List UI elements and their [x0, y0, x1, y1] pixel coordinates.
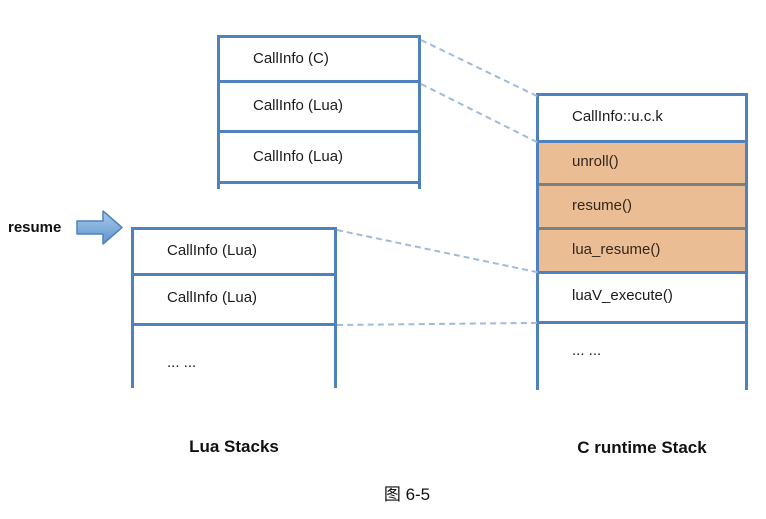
stack-row: CallInfo (Lua): [253, 97, 344, 114]
connector-dashed-line: [420, 83, 538, 144]
stack-row: lua_resume(): [572, 241, 661, 258]
resume-label: resume: [8, 219, 62, 236]
stack-line: [134, 273, 334, 276]
connector-dashed-line: [420, 39, 538, 98]
upper-lua-stack: CallInfo (C) CallInfo (Lua) CallInfo (Lu…: [217, 35, 421, 189]
stack-row: resume(): [572, 197, 633, 214]
stack-row: CallInfo::u.c.k: [572, 108, 663, 125]
stack-line: [220, 35, 418, 38]
connector-dashed-line: [336, 321, 537, 326]
c-runtime-stack: CallInfo::u.c.k unroll() resume() lua_re…: [536, 93, 748, 390]
stack-line: [134, 227, 334, 230]
stack-row: CallInfo (Lua): [167, 242, 258, 259]
lower-lua-stack: CallInfo (Lua) CallInfo (Lua) ... ...: [131, 227, 337, 388]
stack-row: CallInfo (Lua): [253, 148, 344, 165]
figure-caption: 图 6-5: [383, 485, 431, 504]
stack-divider-grey: [539, 227, 745, 230]
stack-row: CallInfo (C): [253, 50, 329, 67]
stack-line: [220, 130, 418, 133]
stack-row: CallInfo (Lua): [167, 289, 258, 306]
stack-row: ... ...: [167, 354, 197, 371]
stack-line: [134, 323, 334, 326]
c-runtime-stack-label: C runtime Stack: [577, 438, 707, 457]
stack-row: unroll(): [572, 153, 619, 170]
stack-line: [539, 271, 745, 274]
stack-line: [539, 93, 745, 96]
stack-line: [220, 80, 418, 83]
connector-dashed-line: [336, 229, 538, 274]
resume-arrow-icon: [76, 208, 124, 248]
stack-divider-grey: [539, 183, 745, 186]
stack-line: [539, 321, 745, 324]
stack-row: luaV_execute(): [572, 287, 673, 304]
stack-line: [539, 140, 745, 143]
lua-stacks-label: Lua Stacks: [189, 437, 279, 456]
stack-line: [220, 181, 418, 184]
stack-row: ... ...: [572, 342, 602, 359]
highlight-region: [539, 140, 745, 271]
